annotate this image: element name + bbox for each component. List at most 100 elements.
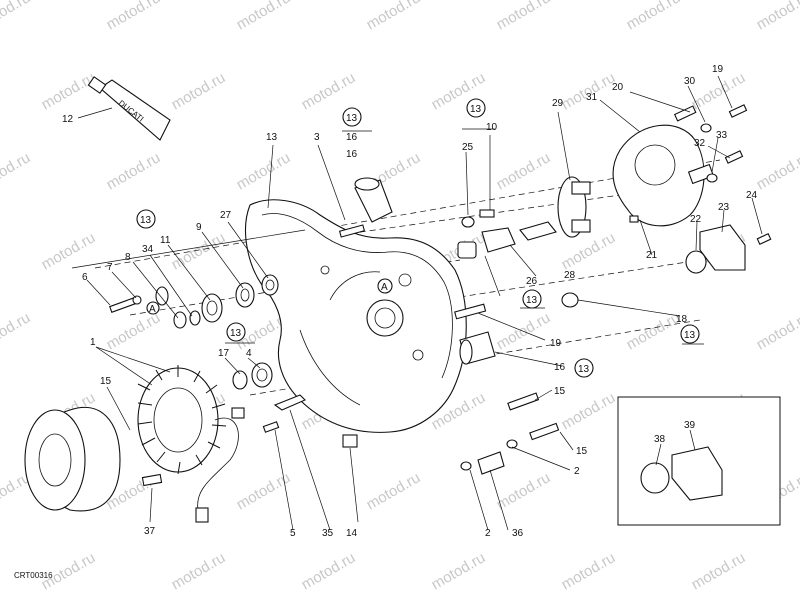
hose-fitting — [685, 224, 772, 274]
clamp-parts — [460, 439, 518, 475]
watermark-text: motod.ru — [624, 309, 684, 353]
callout-15c: 15 — [576, 446, 588, 457]
water-pump-parts — [457, 176, 591, 365]
callout-10: 10 — [486, 122, 498, 133]
watermark-text: motod.ru — [104, 0, 164, 33]
drawing-code: CRT00316 — [14, 571, 53, 580]
callout-36: 36 — [512, 528, 524, 539]
sealant-symbol-5: 13 — [526, 295, 538, 306]
callout-30: 30 — [684, 76, 696, 87]
callout-35: 35 — [322, 528, 334, 539]
callout-21: 21 — [646, 250, 658, 261]
sealant-symbols: 13 13 13 13 13 13 13 — [136, 98, 700, 378]
watermark-text: motod.ru — [169, 229, 229, 273]
ref-markers: A A — [146, 278, 393, 315]
watermark-text: motod.ru — [0, 0, 33, 33]
watermark-text: motod.ru — [689, 549, 749, 593]
callout-15a: 15 — [100, 376, 112, 387]
callout-25: 25 — [462, 142, 474, 153]
callout-1: 1 — [90, 337, 96, 348]
watermark-text: motod.ru — [104, 309, 164, 353]
watermark-text: motod.ru — [494, 0, 554, 33]
watermark-text: motod.ru — [624, 0, 684, 33]
sealant-symbol-1: 13 — [140, 215, 152, 226]
callout-3: 3 — [314, 132, 320, 143]
callout-12: 12 — [62, 114, 74, 125]
callout-8: 8 — [125, 252, 131, 263]
watermark-text: motod.ru — [0, 149, 33, 193]
callout-39: 39 — [684, 420, 696, 431]
stator-assembly — [137, 365, 245, 523]
callout-2a: 2 — [574, 466, 580, 477]
sealant-tube: DUCATI — [87, 76, 171, 141]
watermark-text: motod.ru — [234, 149, 294, 193]
watermark-text: motod.ru — [754, 309, 800, 353]
sealant-symbol-6: 13 — [578, 364, 590, 375]
callout-16b: 16 — [554, 362, 566, 373]
callout-32: 32 — [694, 138, 706, 149]
watermark-text: motod.ru — [169, 69, 229, 113]
watermark-text: motod.ru — [39, 229, 99, 273]
cover-hardware — [338, 177, 560, 448]
pump-cover — [612, 104, 748, 227]
callout-17: 17 — [218, 348, 230, 359]
callout-13a: 13 — [266, 132, 278, 143]
watermark-text: motod.ru — [429, 549, 489, 593]
callout-19b: 19 — [550, 338, 562, 349]
callout-33: 33 — [716, 130, 728, 141]
callout-31: 31 — [586, 92, 598, 103]
callout-26: 26 — [526, 276, 538, 287]
watermark-text: motod.ru — [104, 149, 164, 193]
callout-19a: 19 — [712, 64, 724, 75]
sealant-symbol-4: 13 — [230, 328, 242, 339]
callout-18: 18 — [676, 314, 688, 325]
callout-2b: 2 — [485, 528, 491, 539]
watermark-text: motod.ru — [234, 0, 294, 33]
watermark-text: motod.ru — [39, 69, 99, 113]
callout-37: 37 — [144, 526, 156, 537]
callout-7: 7 — [107, 262, 113, 273]
callout-11: 11 — [160, 235, 171, 246]
watermark-text: motod.ru — [299, 69, 359, 113]
callout-16-top: 16 — [346, 149, 358, 160]
flywheel — [24, 406, 163, 512]
callout-labels: 1 2 2 3 4 5 6 7 8 9 10 11 12 13 14 15 15… — [62, 64, 758, 539]
ref-marker-a-cover — [377, 278, 393, 294]
callout-5: 5 — [290, 528, 296, 539]
callout-20: 20 — [612, 82, 624, 93]
watermark-text: motod.ru — [754, 0, 800, 33]
watermark-text: motod.ru — [364, 469, 424, 513]
sealant-symbol-7: 13 — [684, 330, 696, 341]
bearing-stack-center — [232, 362, 306, 433]
ref-marker-a-left — [146, 301, 160, 315]
inset-box — [617, 396, 781, 526]
callout-22: 22 — [690, 214, 702, 225]
watermark-text: motod.ru — [559, 389, 619, 433]
callout-24: 24 — [746, 190, 758, 201]
sealant-symbol-3: 13 — [470, 104, 482, 115]
callout-28: 28 — [564, 270, 576, 281]
watermark-text: motod.ru — [754, 149, 800, 193]
callout-14: 14 — [346, 528, 358, 539]
callout-23: 23 — [718, 202, 730, 213]
bearing-stack-left — [109, 274, 279, 329]
generator-cover — [244, 199, 467, 433]
watermark-text: motod.ru — [494, 469, 554, 513]
callout-27: 27 — [220, 210, 232, 221]
callout-9: 9 — [196, 222, 202, 233]
watermark-text: motod.ru — [0, 309, 33, 353]
sealant-symbol-2: 13 — [346, 113, 358, 124]
callout-29: 29 — [552, 98, 564, 109]
ref-marker-a-cover-text: A — [381, 282, 388, 293]
watermark-text: motod.ru — [234, 469, 294, 513]
callout-6: 6 — [82, 272, 88, 283]
leader-lines — [77, 75, 763, 531]
callout-16a: 16 — [346, 132, 358, 143]
watermark-text: motod.ru — [364, 0, 424, 33]
callout-34: 34 — [142, 244, 154, 255]
watermark-text: motod.ru — [494, 149, 554, 193]
watermark-text: motod.ru — [169, 549, 229, 593]
ref-marker-a-left-text: A — [149, 304, 156, 315]
